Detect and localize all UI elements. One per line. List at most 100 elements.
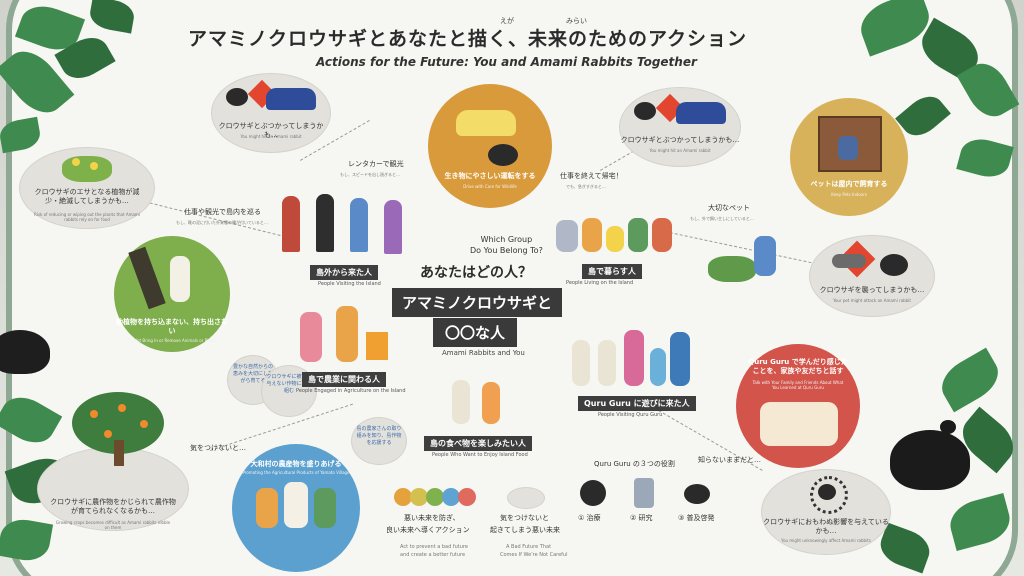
role-item: ③ 普及啓発 (678, 514, 715, 522)
person-icon (256, 488, 278, 528)
orange-fruit-icon (118, 404, 126, 412)
cloud-caption: クロウサギとぶつかってしまうかも… (620, 136, 740, 144)
legend-dot (442, 488, 460, 506)
person-figure (350, 198, 368, 252)
rabbit-icon (880, 254, 908, 276)
group-label-residents-en: People Living on the Island (566, 280, 634, 286)
car-icon (266, 88, 316, 110)
group-label-food: 島の食べ物を楽しみたい人 (424, 436, 532, 451)
cloud-caption: クロウサギを襲ってしまうかも… (819, 286, 925, 294)
cloud-caption: クロウサギに農作物をかじられて農作物が育てられなくなるかも… (50, 498, 176, 515)
person-figure (670, 332, 690, 386)
group-label-visitors-en: People Visiting the Island (318, 281, 381, 287)
circle-caption: Quru Guru で学んだり感じたことを、家族や友だちと話す (748, 358, 848, 375)
person-figure (556, 220, 578, 252)
group-label-quruguru: Quru Guru に遊びに来た人 (578, 396, 696, 411)
thought-cloud-cat: クロウサギを襲ってしまうかも… Your pet might attack an… (810, 236, 934, 316)
cloud-caption: クロウサギにおもわぬ影響を与えているかも… (763, 518, 889, 535)
circle-caption: ペットは屋内で飼育する (810, 180, 888, 188)
person-figure (650, 348, 666, 386)
person-figure (316, 194, 334, 252)
legend-bad-jp: 起きてしまう悪い未来 (490, 526, 560, 534)
center-heading-box: アマミノクロウサギと (392, 288, 563, 317)
orange-fruit-icon (90, 410, 98, 418)
rabbit-icon (226, 88, 248, 106)
rabbit-icon (684, 484, 710, 504)
note-cloud: クロウサギに被害を与えない作物に取り組む (262, 366, 316, 416)
legend-good-en: Act to prevent a bad future (400, 544, 468, 550)
cloud-caption: クロウサギとぶつかってしまうかも… (218, 122, 324, 139)
orange-fruit-icon (104, 430, 112, 438)
rabbit-figure-right (890, 430, 970, 490)
crate-icon (366, 332, 388, 360)
person-figure (572, 340, 590, 386)
rabbit-icon (818, 484, 836, 500)
family-icon (760, 402, 838, 446)
person-icon (284, 482, 308, 528)
cloud-caption-en: You might unknowingly affect Amami rabbi… (781, 538, 871, 543)
role-item: ② 研究 (630, 514, 653, 522)
plant-icon (62, 156, 112, 182)
person-figure (582, 218, 602, 252)
car-icon (676, 102, 726, 124)
legend-bad-en: A Bad Future That (506, 544, 552, 550)
cat-icon (832, 254, 866, 268)
person-figure (336, 306, 358, 362)
legend-cloud (508, 488, 544, 508)
person-figure (606, 226, 624, 252)
tree-trunk-icon (114, 440, 124, 466)
person-icon (314, 488, 336, 528)
note-text: 島の農家さんの取り組みを知り、島作物を応援する (356, 426, 402, 446)
thought-text: 気をつけないと… (190, 444, 246, 452)
cloud-caption-en: Risk of reducing or wiping out the plant… (34, 212, 140, 222)
group-label-visitors: 島外から来た人 (310, 265, 378, 280)
person-figure (282, 196, 300, 252)
rabbit-figure-left (0, 330, 50, 374)
thought-text-sub: もし、靴の泥に付いた外来種の種が付いていると… (176, 220, 268, 225)
rabbit-ear-icon (940, 420, 956, 434)
circle-caption: 動植物を持ち込まない、持ち出さない (116, 318, 228, 335)
legend-dot (458, 488, 476, 506)
group-label-quruguru-en: People Visiting Quru Guru (598, 412, 663, 418)
title-ruby: えが (500, 17, 514, 25)
center-question-en: Which Group Do You Belong To? (470, 234, 543, 256)
circle-caption: 大和村の農産物を盛りあげる (250, 460, 342, 468)
title-ruby: みらい (566, 17, 587, 25)
page-subtitle: Actions for the Future: You and Amami Ra… (316, 55, 697, 69)
cloud-caption-en: Growing crops becomes difficult as Amami… (55, 520, 171, 530)
bush-icon (708, 256, 756, 282)
thought-text-sub: もし、スピードを出し過ぎると… (340, 172, 400, 177)
thought-cloud-influence: クロウサギにおもわぬ影響を与えているかも… You might unknowin… (762, 470, 890, 554)
thought-text: 知らないままだと… (698, 456, 761, 464)
legend-good-en: and create a better future (400, 552, 466, 558)
legend-bad-en: Comes If We're Not Careful (500, 552, 568, 558)
person-figure (624, 330, 644, 386)
action-circle-drive: 生き物にやさしい運転をする Drive with Care for Wildli… (428, 84, 552, 208)
note-cloud: 島の農家さんの取り組みを知り、島作物を応援する (352, 418, 406, 464)
cloud-caption-en: Your pet might attack an Amami rabbit (833, 298, 911, 303)
circle-caption-en: Promoting the Agricultural Products of Y… (242, 470, 350, 475)
group-label-agriculture-en: People Engaged in Agriculture on the Isl… (296, 388, 406, 394)
thought-text: レンタカーで観光 (348, 160, 404, 168)
circle-caption-en: Drive with Care for Wildlife (463, 184, 517, 189)
microscope-icon (634, 478, 654, 508)
role-item: ① 治療 (578, 514, 601, 522)
person-figure (300, 312, 322, 362)
cloud-caption: クロウサギのエサとなる植物が減少・絶滅してしまうかも… (34, 188, 140, 205)
circle-caption: 生き物にやさしい運転をする (444, 172, 536, 180)
thought-cloud-crops: クロウサギに農作物をかじられて農作物が育てられなくなるかも… Growing c… (38, 448, 188, 530)
flower-icon (90, 162, 98, 170)
note-text: クロウサギに被害を与えない作物に取り組む (266, 374, 312, 394)
person-figure (652, 218, 672, 252)
circle-caption-en: Do Not Bring In or Remove Animals or Pla… (127, 338, 217, 343)
treatment-icon (580, 480, 606, 506)
thought-cloud-car-hit-right: クロウサギとぶつかってしまうかも… You might hit an Amami… (620, 88, 740, 166)
roles-title: Quru Guru の３つの役割 (594, 460, 675, 468)
person-figure (384, 200, 402, 254)
thought-cloud-car-hit-left: クロウサギとぶつかってしまうかも… You might hit an Amami… (212, 74, 330, 152)
center-subtitle-en: Amami Rabbits and You (442, 349, 525, 357)
center-question-line: Which Group (480, 235, 533, 244)
action-circle-no-bring: 動植物を持ち込まない、持ち出さない Do Not Bring In or Rem… (114, 236, 230, 352)
legend-bad-jp: 気をつけないと (500, 514, 549, 522)
